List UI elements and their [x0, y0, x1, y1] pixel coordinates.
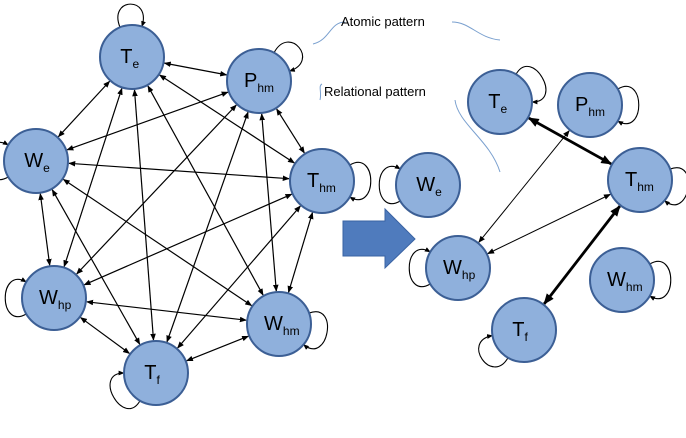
right-node-phm: Phm: [557, 72, 623, 138]
right-node-whp: Whp: [425, 235, 491, 301]
left-edge-te-we: [57, 80, 111, 138]
left-node-subscript: hp: [58, 298, 72, 312]
left-node-circle: [21, 265, 87, 331]
right-node-circle: [425, 235, 491, 301]
left-node-circle: [99, 24, 165, 90]
right-node-subscript: hp: [462, 268, 476, 282]
right-node-subscript: e: [435, 185, 442, 199]
left-node-whp: Whp: [21, 265, 87, 331]
left-self-loop-phm: [273, 41, 303, 72]
left-edge-whm-tf: [186, 335, 249, 362]
left-node-we: We: [3, 128, 69, 194]
left-node-subscript: hm: [319, 181, 336, 195]
right-node-circle: [557, 72, 623, 138]
relational-leader-line-right: [454, 99, 501, 173]
left-self-loop-te: [117, 3, 146, 28]
right-node-label: Thm: [625, 169, 654, 194]
left-node-subscript: hm: [257, 81, 274, 95]
right-self-loop-we: [378, 164, 401, 205]
right-edge-thm-whp: [487, 193, 611, 255]
left-self-loop-we: [0, 140, 9, 181]
right-self-loop-phm: [617, 85, 640, 126]
left-edge-thm-whm: [287, 211, 314, 294]
right-self-loop-whm: [649, 260, 672, 301]
relational-leader-line: [319, 83, 323, 101]
left-node-label: Tf: [144, 362, 160, 387]
right-node-subscript: hm: [626, 280, 643, 294]
left-edge-we-thm: [68, 160, 290, 182]
right-node-circle: [491, 297, 557, 363]
right-node-circle: [589, 247, 655, 313]
left-edge-whp-whm: [86, 299, 247, 323]
right-node-subscript: e: [500, 102, 507, 116]
left-node-subscript: hm: [283, 324, 300, 338]
right-node-subscript: f: [524, 330, 528, 344]
left-node-subscript: f: [156, 373, 160, 387]
right-node-tf: Tf: [491, 297, 557, 363]
right-self-loop-whp: [408, 247, 431, 288]
right-self-loop-thm: [664, 167, 686, 206]
left-edge-phm-tf: [166, 111, 249, 343]
atomic-leader-line: [312, 21, 346, 45]
left-edge-te-whp: [63, 87, 123, 268]
right-node-circle: [467, 69, 533, 135]
left-self-loop-tf: [109, 370, 141, 409]
right-node-circle: [395, 152, 461, 218]
left-node-subscript: e: [132, 57, 139, 71]
left-node-thm: Thm: [289, 148, 355, 214]
right-edge-phm-whp: [478, 130, 570, 243]
left-self-loop-thm: [349, 161, 372, 202]
right-node-we: We: [395, 152, 461, 218]
left-node-circle: [246, 291, 312, 357]
left-self-loop-whp: [4, 277, 27, 318]
left-node-circle: [3, 128, 69, 194]
relational-pattern-label: Relational pattern: [324, 84, 426, 99]
left-graph-edges: [38, 61, 314, 362]
left-edge-te-phm: [163, 61, 228, 77]
left-edge-te-tf: [132, 89, 156, 341]
right-graph-edges: [478, 116, 621, 305]
left-edge-we-whp: [38, 193, 52, 266]
left-edge-we-whm: [62, 178, 253, 307]
right-node-label: Tf: [512, 319, 528, 344]
left-node-circle: [123, 340, 189, 406]
left-edge-phm-whp: [76, 104, 237, 275]
right-node-te: Te: [467, 69, 533, 135]
right-edge-te-thm: [527, 116, 613, 166]
left-node-subscript: e: [43, 161, 50, 175]
left-edge-thm-tf: [177, 205, 301, 349]
left-node-te: Te: [99, 24, 165, 90]
left-node-tf: Tf: [123, 340, 189, 406]
left-node-whm: Whm: [246, 291, 312, 357]
right-node-circle: [607, 147, 673, 213]
atomic-leader-line-right: [451, 21, 501, 41]
right-node-subscript: hm: [637, 180, 654, 194]
left-edge-phm-thm: [276, 108, 305, 154]
left-self-loop-whm: [303, 311, 329, 350]
left-edge-whp-tf: [80, 317, 130, 354]
right-self-loop-te: [515, 66, 547, 105]
atomic-pattern-label: Atomic pattern: [341, 14, 425, 29]
right-self-loop-tf: [478, 334, 509, 368]
right-node-whm: Whm: [589, 247, 655, 313]
left-node-circle: [226, 48, 292, 114]
right-node-subscript: hm: [588, 105, 605, 119]
self-loops: [0, 3, 686, 409]
right-node-thm: Thm: [607, 147, 673, 213]
left-edge-thm-whp: [83, 193, 293, 286]
left-node-phm: Phm: [226, 48, 292, 114]
right-block-arrow-icon: [342, 207, 416, 270]
left-node-circle: [289, 148, 355, 214]
